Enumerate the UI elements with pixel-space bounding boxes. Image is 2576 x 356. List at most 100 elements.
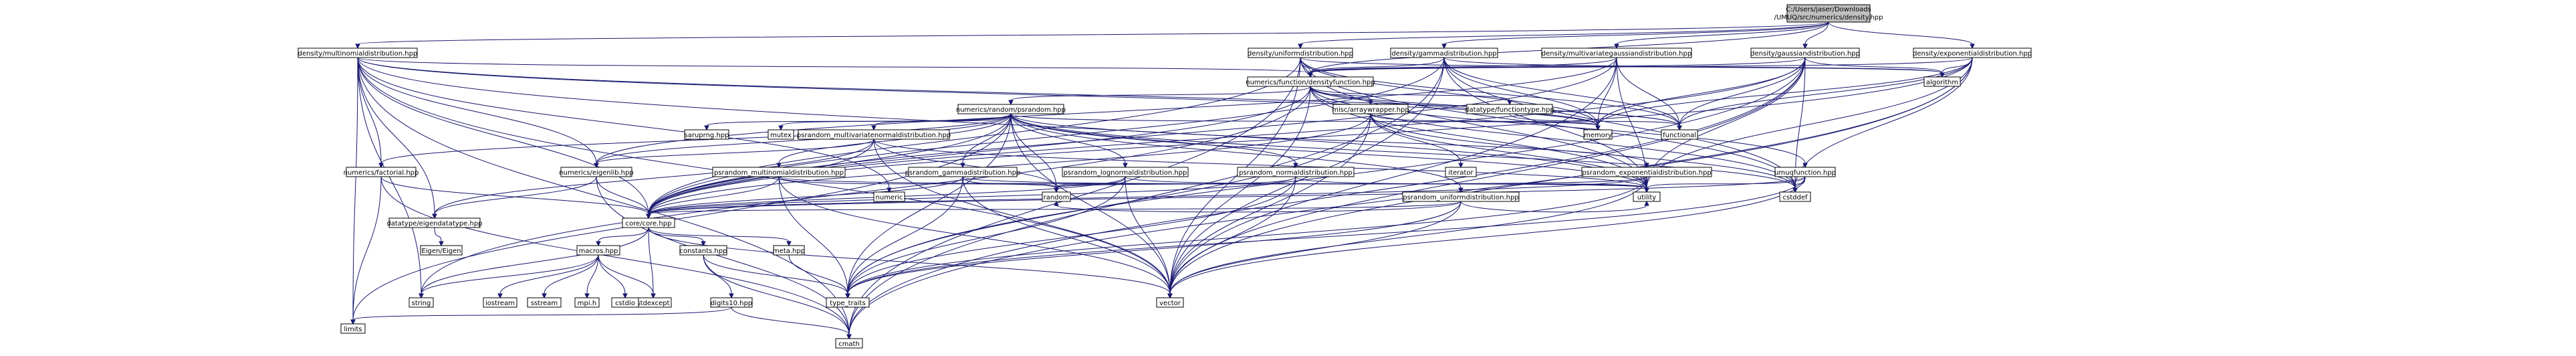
edge-dgamma-to-cmath bbox=[848, 57, 1445, 335]
node-box-punif bbox=[1402, 191, 1520, 202]
node-dunif[interactable]: density/uniformdistribution.hpp bbox=[1248, 48, 1353, 58]
node-pnorm[interactable]: psrandom_normaldistribution.hpp bbox=[1237, 167, 1355, 177]
edge-rparam-to-neigen bbox=[596, 113, 1012, 164]
edge-core-to-meta bbox=[648, 227, 790, 242]
edge-dmvg-to-dfunc bbox=[1310, 57, 1617, 74]
node-mutex[interactable]: mutex bbox=[768, 129, 794, 140]
node-pmult[interactable]: psrandom_multinomialdistribution.hpp bbox=[712, 167, 846, 177]
node-neigen[interactable]: numerics/eigenlib.hpp bbox=[559, 167, 634, 177]
edge-umuq-to-typetraits bbox=[847, 176, 1806, 294]
node-box-nfact bbox=[346, 167, 417, 177]
node-label-cmath: cmath bbox=[838, 341, 860, 348]
edge-core-to-stdexcept bbox=[648, 227, 654, 294]
node-label-dgauss: density/gaussiandistribution.hpp bbox=[1750, 50, 1860, 58]
node-digits[interactable]: digits10.hpp bbox=[710, 297, 753, 308]
node-core[interactable]: core/core.hpp bbox=[622, 217, 675, 228]
edge-pgamma-to-core bbox=[648, 176, 963, 215]
edge-dmult-to-neigen bbox=[357, 57, 597, 164]
edge-dexp-to-functional bbox=[1679, 57, 1973, 126]
node-cstdio[interactable]: cstdio bbox=[611, 297, 639, 308]
node-constants[interactable]: constants.hpp bbox=[679, 245, 727, 256]
edge-punif-to-core bbox=[648, 201, 1461, 215]
node-cmath[interactable]: cmath bbox=[835, 338, 863, 349]
node-misc[interactable]: misc/arraywrapper.hpp bbox=[1332, 104, 1409, 114]
node-label-mpih: mpi.h bbox=[578, 300, 596, 307]
node-box-misc bbox=[1332, 104, 1409, 114]
node-pgamma[interactable]: psrandom_gammadistribution.hpp bbox=[905, 167, 1021, 177]
node-plogn[interactable]: psrandom_lognormaldistribution.hpp bbox=[1062, 167, 1189, 177]
edge-rparam-to-saruprng bbox=[706, 113, 1012, 126]
node-limits[interactable]: limits bbox=[340, 323, 366, 334]
node-eigen[interactable]: Eigen/Eigen bbox=[420, 245, 463, 256]
node-umuq[interactable]: umuqfunction.hpp bbox=[1774, 167, 1836, 177]
node-cstddef[interactable]: cstddef bbox=[1779, 191, 1811, 202]
node-memory[interactable]: memory bbox=[1583, 129, 1613, 140]
node-label-dgamma: density/gammadistribution.hpp bbox=[1391, 50, 1496, 58]
edge-umuq-to-utility bbox=[1646, 176, 1806, 189]
edge-pnorm-to-random bbox=[1056, 176, 1296, 189]
node-functional[interactable]: functional bbox=[1661, 129, 1698, 140]
node-dmvg[interactable]: density/multivariategaussiandistribution… bbox=[1541, 48, 1692, 58]
edge-arrow-punif-to-random bbox=[1054, 200, 1059, 206]
node-label-limits: limits bbox=[344, 326, 362, 333]
node-pmvn[interactable]: psrandom_multivariatenormaldistribution.… bbox=[797, 129, 951, 140]
node-dtype[interactable]: datatype/functiontype.hpp bbox=[1465, 104, 1554, 114]
edge-rparam-to-pmvn bbox=[873, 113, 1012, 126]
node-punif[interactable]: psrandom_uniformdistribution.hpp bbox=[1402, 191, 1520, 202]
edge-dgamma-to-utility bbox=[1443, 57, 1647, 189]
edge-dgauss-to-core bbox=[648, 57, 1806, 215]
edge-arrow-rparam-to-pmvn bbox=[871, 125, 876, 131]
edge-macros-to-mpih bbox=[586, 254, 599, 294]
node-box-dfunc bbox=[1247, 76, 1374, 87]
edge-punif-to-utility bbox=[1460, 201, 1647, 213]
node-mpih[interactable]: mpi.h bbox=[574, 297, 600, 308]
node-dfunc[interactable]: numerics/function/densityfunction.hpp bbox=[1246, 76, 1375, 87]
node-label-utility: utility bbox=[1637, 194, 1657, 201]
edge-arrow-core-to-macros bbox=[596, 241, 601, 247]
edge-pnorm-to-typetraits bbox=[847, 176, 1296, 294]
node-numeric[interactable]: numeric bbox=[873, 191, 905, 202]
node-utility[interactable]: utility bbox=[1633, 191, 1661, 202]
node-dgamma[interactable]: density/gammadistribution.hpp bbox=[1390, 48, 1498, 58]
edge-macros-to-string bbox=[421, 254, 599, 294]
node-dteigen[interactable]: datatype/eigendatatype.hpp bbox=[386, 217, 483, 228]
node-pexp[interactable]: psrandom_exponentialdistribution.hpp bbox=[1581, 167, 1712, 177]
node-meta[interactable]: meta.hpp bbox=[773, 245, 805, 256]
node-rparam[interactable]: numerics/random/psrandom.hpp bbox=[956, 104, 1066, 114]
edge-rparam-to-random bbox=[1010, 113, 1057, 189]
edge-dmult-to-limits bbox=[352, 57, 358, 321]
node-label-plogn: psrandom_lognormaldistribution.hpp bbox=[1064, 169, 1187, 177]
node-iostream[interactable]: iostream bbox=[483, 297, 517, 308]
node-label-root-line1: /UMUQ/src/numerics/density.hpp bbox=[1774, 14, 1883, 21]
edge-rparam-to-vector bbox=[1010, 113, 1171, 294]
node-box-functional bbox=[1661, 129, 1698, 140]
edge-arrow-macros-to-stdexcept bbox=[651, 293, 656, 299]
edge-dgamma-to-algorithm bbox=[1443, 57, 1943, 74]
node-iterator[interactable]: iterator bbox=[1445, 167, 1477, 177]
edge-arrow-constants-to-digits bbox=[729, 293, 734, 299]
edge-core-to-macros bbox=[598, 227, 649, 242]
edge-pmvn-to-dteigen bbox=[434, 139, 874, 215]
node-dgauss[interactable]: density/gaussiandistribution.hpp bbox=[1750, 48, 1860, 58]
node-macros[interactable]: macros.hpp bbox=[576, 245, 620, 256]
node-sstream[interactable]: sstream bbox=[527, 297, 562, 308]
edge-digits-to-cmath bbox=[731, 306, 850, 335]
node-box-typetraits bbox=[826, 297, 870, 308]
edge-arrow-pexp-to-random bbox=[1054, 187, 1059, 193]
edge-rparam-to-punif bbox=[1010, 113, 1461, 189]
node-root: C:/Users/jaser/Downloads/UMUQ/src/numeri… bbox=[1774, 4, 1883, 23]
node-stdexcept[interactable]: stdexcept bbox=[634, 297, 672, 308]
node-dmult[interactable]: density/multinomialdistribution.hpp bbox=[298, 48, 418, 58]
node-saruprng[interactable]: saruprng.hpp bbox=[684, 129, 729, 140]
node-typetraits[interactable]: type_traits bbox=[826, 297, 870, 308]
node-nfact[interactable]: numerics/factorial.hpp bbox=[344, 167, 419, 177]
node-vector[interactable]: vector bbox=[1156, 297, 1184, 308]
node-label-iterator: iterator bbox=[1448, 169, 1474, 177]
node-algorithm[interactable]: algorithm bbox=[1923, 76, 1961, 87]
node-string[interactable]: string bbox=[408, 297, 434, 308]
node-label-mutex: mutex bbox=[770, 132, 792, 139]
node-random[interactable]: random bbox=[1042, 191, 1071, 202]
node-dexp[interactable]: density/exponentialdistribution.hpp bbox=[1913, 48, 2032, 58]
edge-pmvn-to-core bbox=[648, 139, 874, 215]
edge-rparam-to-mutex bbox=[780, 113, 1012, 126]
